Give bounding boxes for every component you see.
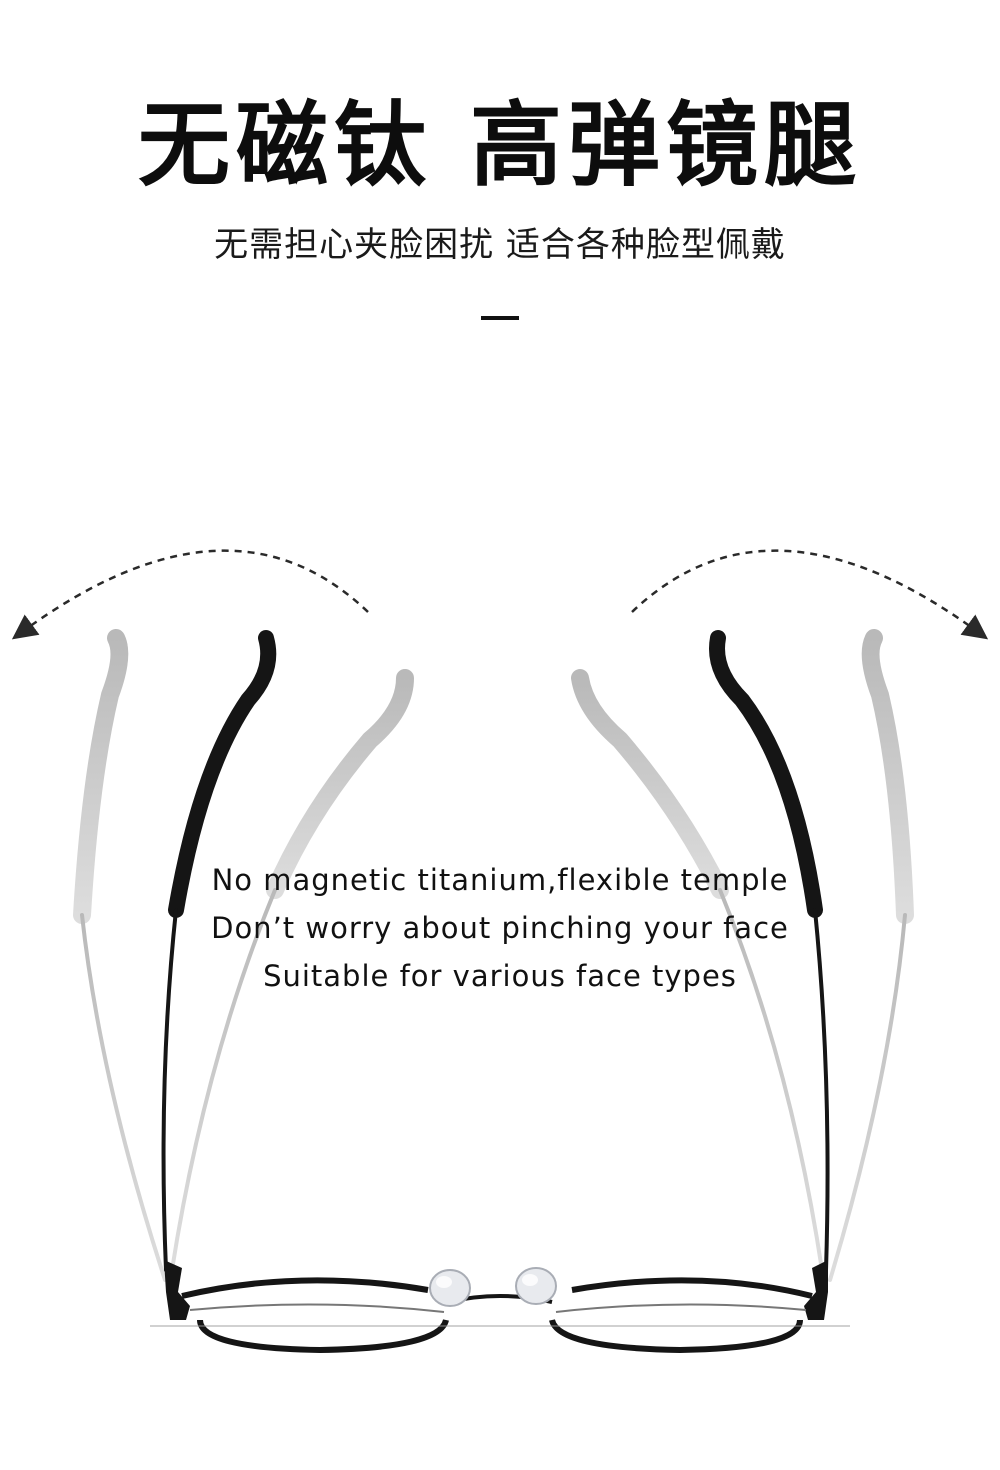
left-rotation-arrow [11,549,369,640]
left-ghost-temple-inner [170,669,414,1272]
left-hinge [164,1260,190,1320]
right-ghost-temple-outer [828,629,914,1282]
left-ghost-temple-outer [73,629,167,1282]
right-hinge [804,1260,828,1320]
left-nose-pad [429,1269,471,1307]
right-rotation-arrow [631,549,989,640]
caption-line-2: Don’t worry about pinching your face [211,911,789,945]
right-black-temple [709,630,830,1272]
glasses-illustration [11,549,989,1354]
frame-front [181,1277,813,1354]
lens-edge [189,1303,807,1313]
left-black-temple [161,630,277,1272]
right-nose-pad [515,1267,557,1305]
page-title: 无磁钛 高弹镜腿 [137,92,863,199]
page-subtitle: 无需担心夹脸困扰 适合各种脸型佩戴 [214,225,786,265]
right-ghost-temple-inner [571,669,824,1272]
divider-dash [481,316,519,320]
caption-line-3: Suitable for various face types [263,959,737,993]
caption-line-1: No magnetic titanium,flexible temple [211,863,789,897]
